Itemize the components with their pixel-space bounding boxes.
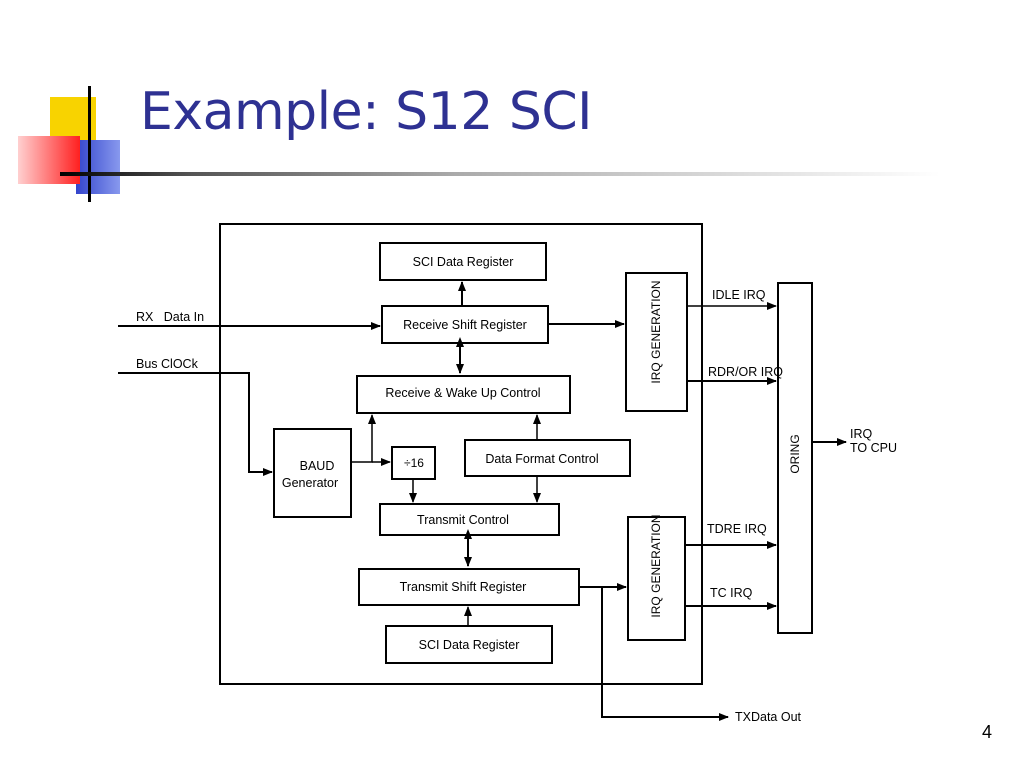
irq-generation-bottom-box [627,516,686,641]
deco-blue-square [76,140,120,194]
sci-data-register-top-box [379,242,547,281]
irq-out-label-line2: TO CPU [850,441,897,455]
data-format-control-label: Data Format Control [485,452,598,466]
baud-label-line2: Generator [282,476,338,490]
irq-generation-bottom-label: IRQ GENERATION [649,514,663,617]
baud-generator-box [273,428,352,518]
bus-clock-line [118,372,273,476]
idle-irq-label: IDLE IRQ [712,288,766,302]
rx-data-in-label: RX Data In [136,310,204,324]
oring-label: ORING [788,434,802,473]
receive-wakeup-control-box [356,375,571,414]
receive-shift-register-label: Receive Shift Register [403,318,527,332]
baud-to-rwc-line [351,414,376,463]
irq-generation-top-box [625,272,688,412]
bus-clock-label: Bus ClOCk [136,357,199,371]
irq-out-label-line1: IRQ [850,427,873,441]
tdre-irq-label: TDRE IRQ [707,522,767,536]
baud-label-line1: BAUD [300,459,335,473]
deco-vertical-bar [88,86,91,202]
tc-irq-label: TC IRQ [710,586,753,600]
rdr-or-irq-label: RDR/OR IRQ [708,365,783,379]
txdata-out-label: TXData Out [735,710,802,724]
slide-number: 4 [981,722,992,742]
receive-wakeup-control-label: Receive & Wake Up Control [385,386,540,400]
transmit-control-label: Transmit Control [417,513,509,527]
deco-red-square [18,136,80,184]
sci-module-boundary [219,223,703,685]
title-underline [60,172,940,176]
sci-data-register-bottom-label: SCI Data Register [419,638,520,652]
irq-generation-top-label: IRQ GENERATION [649,280,663,383]
divide16-label: ÷16 [404,456,424,470]
oring-box [777,282,813,634]
slide-title: Example: S12 SCI [140,82,593,142]
sci-data-register-top-label: SCI Data Register [413,255,514,269]
txdata-out-line [601,587,729,721]
sci-data-register-bottom-box [385,625,553,664]
transmit-shift-register-label: Transmit Shift Register [400,580,527,594]
data-format-control-box [464,439,631,477]
